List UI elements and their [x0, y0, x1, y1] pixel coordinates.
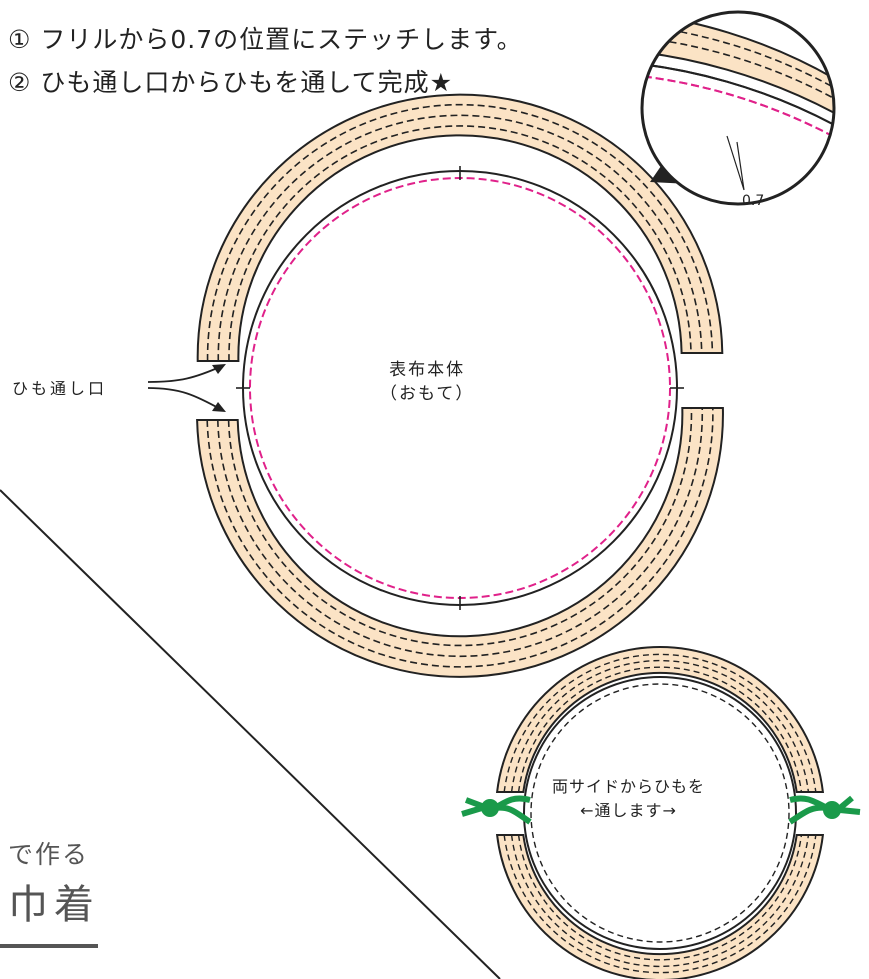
frill-band-lower [196, 407, 724, 678]
small-diagram-label: 両サイドからひもを ←通します→ [552, 775, 705, 823]
title-main: 巾着 [8, 882, 100, 928]
small-body-circle [523, 676, 797, 950]
step-2-instruction: ② ひも通し口からひもを通して完成★ [8, 68, 454, 97]
cord-right [788, 795, 861, 825]
frill-stitch-lines [206, 103, 714, 668]
cord-left [461, 795, 532, 825]
stitch-distance-value: 0.7 [742, 193, 765, 209]
body-fabric-label: 表布本体 （おもて） [380, 358, 474, 406]
opening-arrowheads [212, 364, 226, 412]
small-stitch-circle [530, 683, 790, 943]
small-label-line1: 両サイドからひもを [552, 777, 706, 796]
small-frill-lower [495, 834, 825, 979]
body-label-line1: 表布本体 [389, 360, 466, 380]
diagonal-guide-line [0, 489, 501, 979]
notch-marks [236, 166, 684, 610]
step-1-instruction: ① フリルから0.7の位置にステッチします。 [8, 25, 523, 54]
small-frill-upper [495, 646, 825, 793]
body-label-line2: （おもて） [380, 384, 475, 404]
frill-band-upper [196, 93, 724, 362]
title-subtext: で作る [8, 840, 90, 869]
main-pouch-diagram [147, 93, 724, 678]
dimension-leaders [726, 135, 745, 191]
small-label-line2: ←通します→ [580, 801, 677, 820]
opening-arrows [147, 365, 223, 411]
small-pouch-diagram [461, 646, 861, 979]
small-frill-stitch-lines [503, 653, 817, 974]
title-underline [0, 944, 98, 948]
magnified-callout [640, 10, 836, 206]
cord-opening-label: ひも通し口 [12, 379, 108, 398]
callout-circle-border [640, 10, 836, 206]
